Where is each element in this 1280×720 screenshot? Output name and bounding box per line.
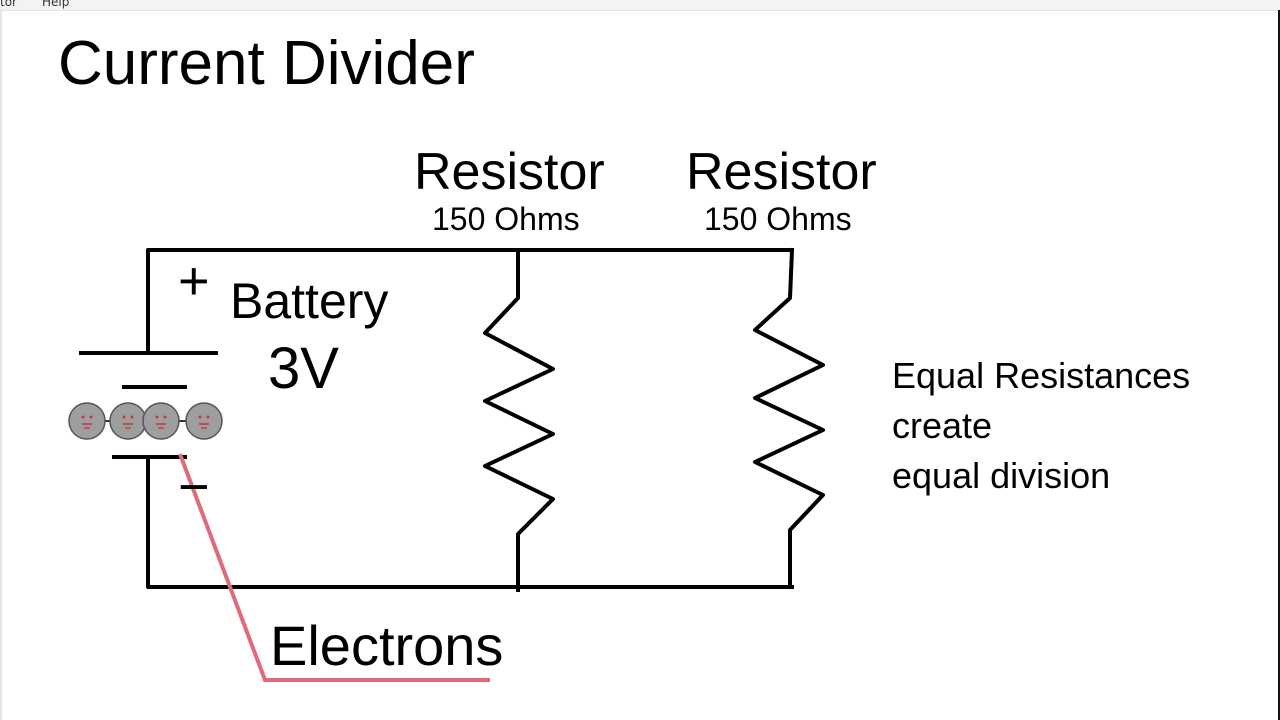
- electrons-group: [68, 402, 223, 440]
- electron: [185, 402, 223, 440]
- resistor-1-label: Resistor: [414, 143, 605, 201]
- note-line-2: create: [892, 405, 993, 446]
- resistor-1-symbol: [483, 248, 555, 592]
- top-wire: [146, 248, 794, 354]
- page-title: Current Divider: [58, 29, 475, 98]
- resistor-2-value: 150 Ohms: [704, 201, 852, 237]
- resistor-2-symbol: [753, 247, 825, 589]
- note-line-1: Equal Resistances: [892, 355, 1191, 396]
- frame-border-right: [1278, 10, 1280, 720]
- bottom-wire: [146, 455, 794, 589]
- electron: [109, 402, 147, 440]
- electron: [68, 402, 106, 440]
- battery-label: Battery: [230, 273, 389, 329]
- note-line-3: equal division: [892, 455, 1111, 496]
- menu-bar: tor Help: [0, 0, 1280, 11]
- battery-plus-sign: +: [178, 251, 210, 311]
- battery-minus-sign: −: [178, 457, 210, 517]
- menu-item-tools[interactable]: tor: [0, 0, 17, 9]
- electron: [142, 402, 180, 440]
- battery-voltage: 3V: [268, 336, 339, 401]
- electrons-label: Electrons: [270, 614, 504, 677]
- menu-item-help[interactable]: Help: [42, 0, 70, 9]
- electrons-pointer-line: [178, 453, 490, 682]
- frame-border-left: [0, 10, 2, 720]
- resistor-1-value: 150 Ohms: [432, 201, 580, 237]
- resistor-2-label: Resistor: [686, 143, 877, 201]
